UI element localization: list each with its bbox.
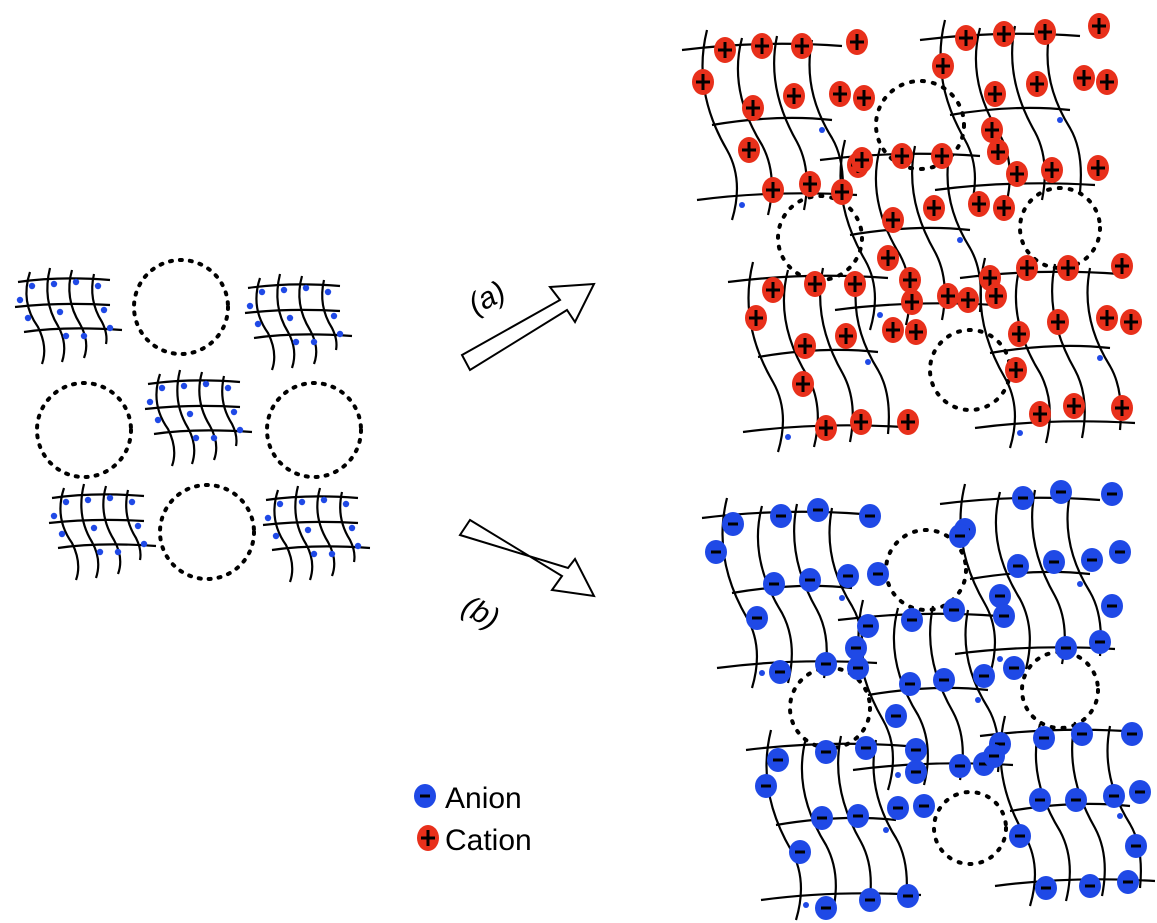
- cation-network-panel: [680, 11, 1144, 454]
- pore-circle: [265, 381, 363, 479]
- anion-legend-icon: [412, 782, 438, 810]
- pore-circle: [35, 381, 133, 479]
- network-tile: [47, 482, 158, 582]
- network-tile: [261, 484, 372, 584]
- arrow-a: (a): [460, 275, 596, 372]
- legend: Anion Cation: [412, 782, 532, 857]
- anion-network-panel: [700, 478, 1157, 922]
- arrow-a-label: (a): [463, 275, 511, 321]
- initial-network-panel: [13, 258, 372, 584]
- pore-circle: [776, 194, 864, 282]
- pore-circle: [158, 483, 256, 581]
- cation-legend-icon: [415, 823, 441, 853]
- arrow-b: (b): [457, 518, 596, 636]
- pore-circle: [928, 328, 1012, 412]
- network-tile: [243, 272, 354, 372]
- cation-legend-label: Cation: [445, 824, 532, 857]
- arrow-b-label: (b): [457, 590, 505, 636]
- pore-circle: [1018, 186, 1102, 270]
- anion-markers: [703, 478, 1153, 922]
- network-tile: [918, 18, 1097, 212]
- pore-circle: [874, 79, 966, 171]
- network-tile: [143, 368, 254, 468]
- anion-legend-label: Anion: [445, 782, 522, 815]
- pore-circle: [932, 790, 1008, 866]
- pore-circle: [884, 528, 968, 612]
- pore-circle: [1020, 650, 1100, 730]
- network-tile: [13, 266, 124, 366]
- pore-circle: [132, 258, 230, 356]
